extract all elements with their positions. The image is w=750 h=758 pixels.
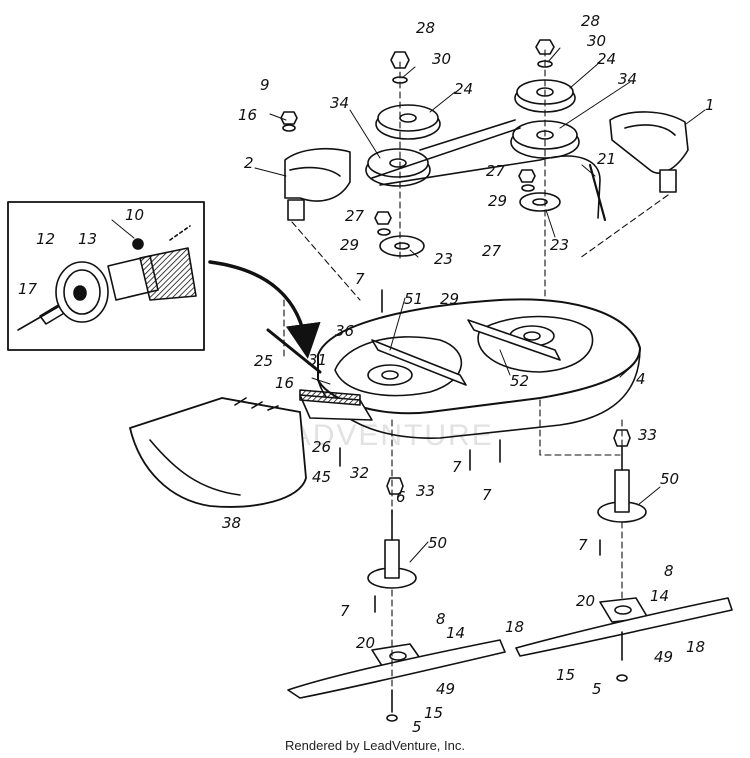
- alignment-lines: [283, 49, 669, 691]
- discharge-chute: [129, 397, 307, 508]
- mower-deck: [266, 298, 641, 439]
- label-7: 7: [452, 458, 462, 476]
- bolts: [339, 289, 631, 722]
- label-30: 30: [587, 32, 606, 50]
- label-23: 23: [434, 250, 453, 268]
- label-30: 30: [432, 50, 451, 68]
- label-13: 13: [78, 230, 97, 248]
- label-20: 20: [356, 634, 375, 652]
- label-7: 7: [482, 486, 492, 504]
- label-51: 51: [404, 290, 423, 308]
- label-4: 4: [636, 370, 646, 388]
- label-33: 33: [638, 426, 657, 444]
- spindle-right: [597, 444, 647, 523]
- label-45: 45: [312, 468, 331, 486]
- label-8: 8: [664, 562, 674, 580]
- label-28: 28: [416, 19, 435, 37]
- label-20: 20: [576, 592, 595, 610]
- label-32: 32: [350, 464, 369, 482]
- label-34: 34: [330, 94, 349, 112]
- detail-arrow: [208, 260, 321, 359]
- pulley-left-upper: [375, 104, 441, 140]
- label-28: 28: [581, 12, 600, 30]
- label-27: 27: [486, 162, 506, 180]
- label-34: 34: [618, 70, 637, 88]
- label-29: 29: [440, 290, 459, 308]
- label-25: 25: [254, 352, 273, 370]
- label-18: 18: [686, 638, 705, 656]
- inset-detail: [7, 201, 205, 351]
- label-21: 21: [597, 150, 616, 168]
- part-labels: 1 2 4 5 5 6 7 7 7 7 7 8 8 9 10 12 13 14 …: [18, 12, 715, 736]
- label-50: 50: [428, 534, 447, 552]
- drive-belt: [371, 119, 601, 219]
- label-18: 18: [505, 618, 524, 636]
- left-belt-guard: [284, 147, 351, 221]
- blade-left: [287, 639, 506, 699]
- upper-hardware: [280, 39, 555, 236]
- label-24: 24: [454, 80, 473, 98]
- label-14: 14: [446, 624, 465, 642]
- spindle-left: [367, 509, 417, 589]
- label-31: 31: [308, 351, 327, 369]
- label-50: 50: [660, 470, 679, 488]
- leader-lines: [111, 47, 706, 563]
- label-26: 26: [312, 438, 331, 456]
- label-10: 10: [125, 206, 144, 224]
- label-14: 14: [650, 587, 669, 605]
- label-49: 49: [654, 648, 673, 666]
- label-27: 27: [482, 242, 502, 260]
- label-12: 12: [36, 230, 55, 248]
- label-17: 17: [18, 280, 38, 298]
- label-9: 9: [260, 76, 270, 94]
- label-23: 23: [550, 236, 569, 254]
- label-15: 15: [556, 666, 575, 684]
- label-8: 8: [436, 610, 446, 628]
- credit-text: Rendered by LeadVenture, Inc.: [285, 738, 465, 753]
- label-16: 16: [238, 106, 257, 124]
- label-5: 5: [412, 718, 422, 736]
- label-16: 16: [275, 374, 294, 392]
- label-49: 49: [436, 680, 455, 698]
- pulley-left-lower: [365, 148, 431, 187]
- label-7: 7: [578, 536, 588, 554]
- label-2: 2: [244, 154, 254, 172]
- label-33: 33: [416, 482, 435, 500]
- right-belt-guard: [609, 111, 689, 193]
- blade-right: [515, 597, 733, 657]
- label-7: 7: [340, 602, 350, 620]
- label-38: 38: [222, 514, 241, 532]
- label-15: 15: [424, 704, 443, 722]
- label-27: 27: [345, 207, 365, 225]
- label-24: 24: [597, 50, 616, 68]
- label-29: 29: [340, 236, 359, 254]
- label-6: 6: [396, 488, 406, 506]
- label-5: 5: [592, 680, 602, 698]
- label-29: 29: [488, 192, 507, 210]
- label-1: 1: [705, 96, 715, 114]
- label-36: 36: [335, 322, 354, 340]
- label-7: 7: [355, 270, 365, 288]
- label-52: 52: [510, 372, 529, 390]
- pulley-right-upper: [514, 79, 576, 113]
